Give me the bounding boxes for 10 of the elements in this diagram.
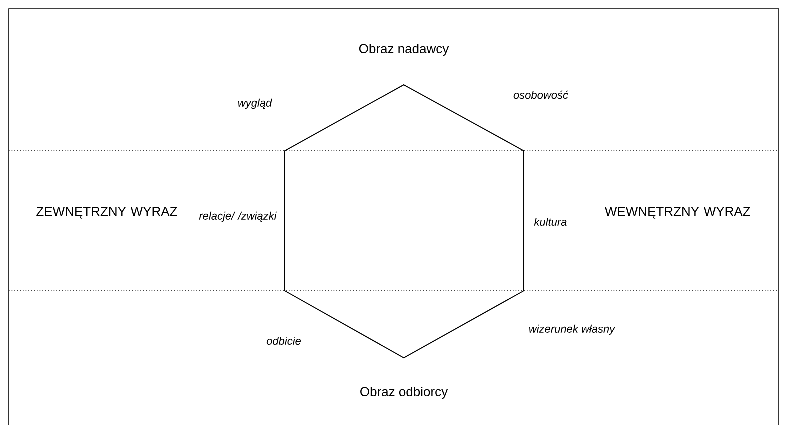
- facet-label: relacje/ /związki: [199, 212, 278, 222]
- side-label: WEWNĘTRZNY WYRAZ: [605, 207, 750, 219]
- heading: Obraz nadawcy: [359, 44, 450, 56]
- facet-label: osobowość: [514, 90, 568, 100]
- side-label: ZEWNĘTRZNY WYRAZ: [36, 207, 178, 219]
- facet-label: wizerunek własny: [529, 324, 616, 336]
- heading: Obraz odbiorcy: [360, 386, 448, 400]
- facet-label: kultura: [534, 218, 567, 226]
- facet-label: odbicie: [266, 336, 302, 346]
- facet-label: wygląd: [238, 98, 272, 110]
